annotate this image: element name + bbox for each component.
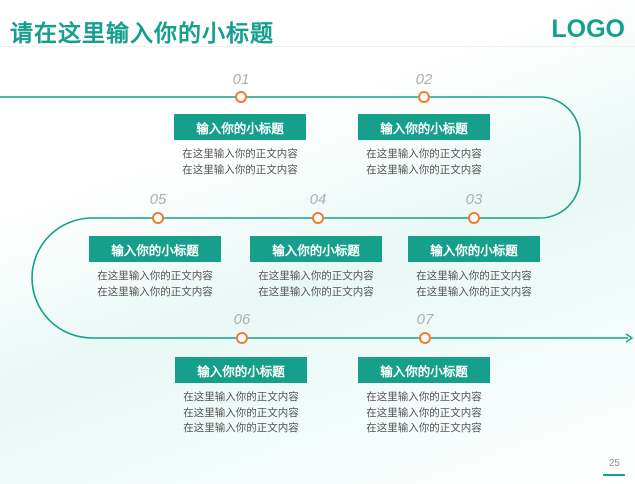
desc-line: 在这里输入你的正文内容	[366, 163, 482, 176]
desc-line: 在这里输入你的正文内容	[258, 270, 374, 282]
desc-line: 在这里输入你的正文内容	[258, 285, 374, 298]
desc-line: 在这里输入你的正文内容	[182, 148, 298, 160]
step-subtitle: 输入你的小标题	[175, 357, 307, 383]
path-arrow-icon	[625, 333, 634, 343]
step-subtitle: 输入你的小标题	[174, 114, 306, 140]
step-description: 在这里输入你的正文内容 在这里输入你的正文内容	[165, 147, 315, 178]
page-number-underline	[603, 474, 625, 476]
step-node	[152, 212, 164, 224]
step-subtitle: 输入你的小标题	[89, 236, 221, 262]
step-node	[418, 91, 430, 103]
step-node	[419, 332, 431, 344]
step-description: 在这里输入你的正文内容 在这里输入你的正文内容 在这里输入你的正文内容	[349, 390, 499, 437]
step-number: 06	[233, 311, 251, 328]
step-node	[235, 91, 247, 103]
page-number: 25	[608, 458, 620, 469]
step-description: 在这里输入你的正文内容 在这里输入你的正文内容	[399, 269, 549, 300]
step-node	[312, 212, 324, 224]
desc-line: 在这里输入你的正文内容	[416, 285, 532, 298]
step-node	[468, 212, 480, 224]
step-node	[236, 332, 248, 344]
step-subtitle: 输入你的小标题	[250, 236, 382, 262]
step-description: 在这里输入你的正文内容 在这里输入你的正文内容	[349, 147, 499, 178]
step-description: 在这里输入你的正文内容 在这里输入你的正文内容 在这里输入你的正文内容	[166, 390, 316, 437]
desc-line: 在这里输入你的正文内容	[366, 406, 482, 419]
desc-line: 在这里输入你的正文内容	[366, 391, 482, 403]
step-number: 03	[465, 191, 483, 208]
desc-line: 在这里输入你的正文内容	[366, 148, 482, 160]
step-description: 在这里输入你的正文内容 在这里输入你的正文内容	[241, 269, 391, 300]
step-number: 07	[416, 311, 434, 328]
logo: LOGO	[551, 15, 625, 43]
step-number: 01	[232, 71, 250, 88]
header-divider	[0, 46, 635, 47]
desc-line: 在这里输入你的正文内容	[183, 406, 299, 419]
desc-line: 在这里输入你的正文内容	[416, 270, 532, 282]
step-number: 02	[415, 71, 433, 88]
page-title: 请在这里输入你的小标题	[10, 21, 274, 47]
desc-line: 在这里输入你的正文内容	[366, 422, 482, 434]
desc-line: 在这里输入你的正文内容	[97, 285, 213, 298]
desc-line: 在这里输入你的正文内容	[182, 163, 298, 176]
step-number: 05	[149, 191, 167, 208]
desc-line: 在这里输入你的正文内容	[183, 391, 299, 403]
step-description: 在这里输入你的正文内容 在这里输入你的正文内容	[80, 269, 230, 300]
desc-line: 在这里输入你的正文内容	[97, 270, 213, 282]
desc-line: 在这里输入你的正文内容	[183, 422, 299, 434]
step-number: 04	[309, 191, 327, 208]
step-subtitle: 输入你的小标题	[408, 236, 540, 262]
step-subtitle: 输入你的小标题	[358, 357, 490, 383]
step-subtitle: 输入你的小标题	[358, 114, 490, 140]
